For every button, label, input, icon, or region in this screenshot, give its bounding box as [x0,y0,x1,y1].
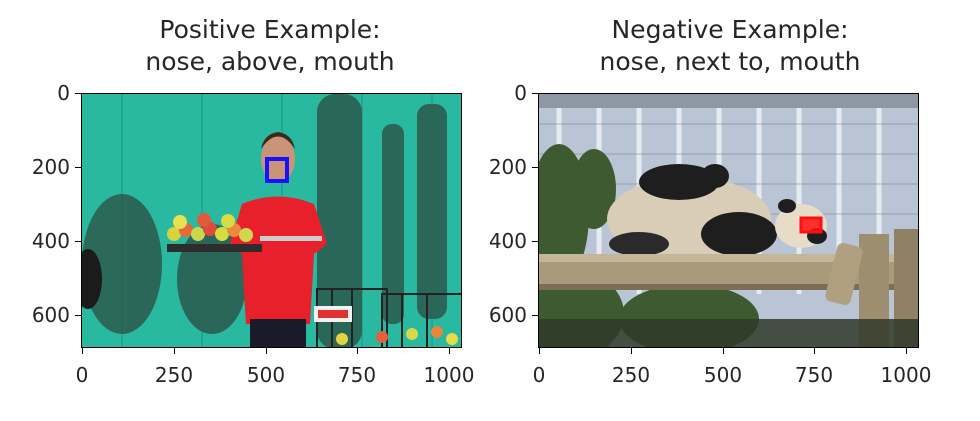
panel-2-title: Negative Example: nose, next to, mouth [570,14,890,78]
panel-2-xtick-label: 500 [703,363,743,387]
panel-1-xtick-750-mark [357,348,358,354]
panel-2-ytick-200-mark [532,167,538,168]
panel-2-xtick-250-mark [631,348,632,354]
panel-1-ytick-label: 0 [57,81,70,105]
panel-1-ytick-0-mark [75,93,81,94]
panel-2-xtick-1000-mark [906,348,907,354]
panel-2-title-line1: Negative Example: [611,15,849,44]
panel-2-ytick-label: 0 [514,81,527,105]
panel-2-xtick-label: 1000 [880,363,932,387]
panel-1-xtick-label: 1000 [423,363,475,387]
panel-1-xtick-500-mark [266,348,267,354]
panel-1-ytick-label: 400 [31,229,70,253]
panel-1-image [81,93,462,348]
panel-1-ytick-600-mark [75,315,81,316]
panel-1-ytick-label: 600 [31,303,70,327]
panel-1-xtick-label: 500 [246,363,286,387]
panel-1-xtick-0-mark [82,348,83,354]
panda-scene [539,94,918,347]
panel-2-xtick-label: 250 [611,363,651,387]
panel-1-xtick-label: 750 [337,363,377,387]
panel-1-xtick-label: 250 [154,363,194,387]
panel-2-image [538,93,919,348]
panel-2-ytick-label: 400 [488,229,527,253]
panel-1-title: Positive Example: nose, above, mouth [120,14,420,78]
panel-1-ytick-200-mark [75,167,81,168]
panel-2-title-line2: nose, next to, mouth [599,47,861,76]
panel-2-ytick-400-mark [532,241,538,242]
tennis-scene [82,94,461,347]
panel-2-ytick-600-mark [532,315,538,316]
panel-1-xtick-1000-mark [449,348,450,354]
panel-2-xtick-0-mark [539,348,540,354]
panel-1-xtick-250-mark [174,348,175,354]
panel-2-ytick-label: 200 [488,155,527,179]
panel-1-ytick-400-mark [75,241,81,242]
panel-1-xtick-label: 0 [75,363,89,387]
panel-2-xtick-label: 750 [794,363,834,387]
panel-1-title-line1: Positive Example: [159,15,381,44]
panel-2-xtick-750-mark [814,348,815,354]
panel-2-ytick-label: 600 [488,303,527,327]
panel-2-ytick-0-mark [532,93,538,94]
panel-2-xtick-label: 0 [532,363,546,387]
panel-1-ytick-label: 200 [31,155,70,179]
panel-2-xtick-500-mark [723,348,724,354]
panel-1-title-line2: nose, above, mouth [145,47,395,76]
